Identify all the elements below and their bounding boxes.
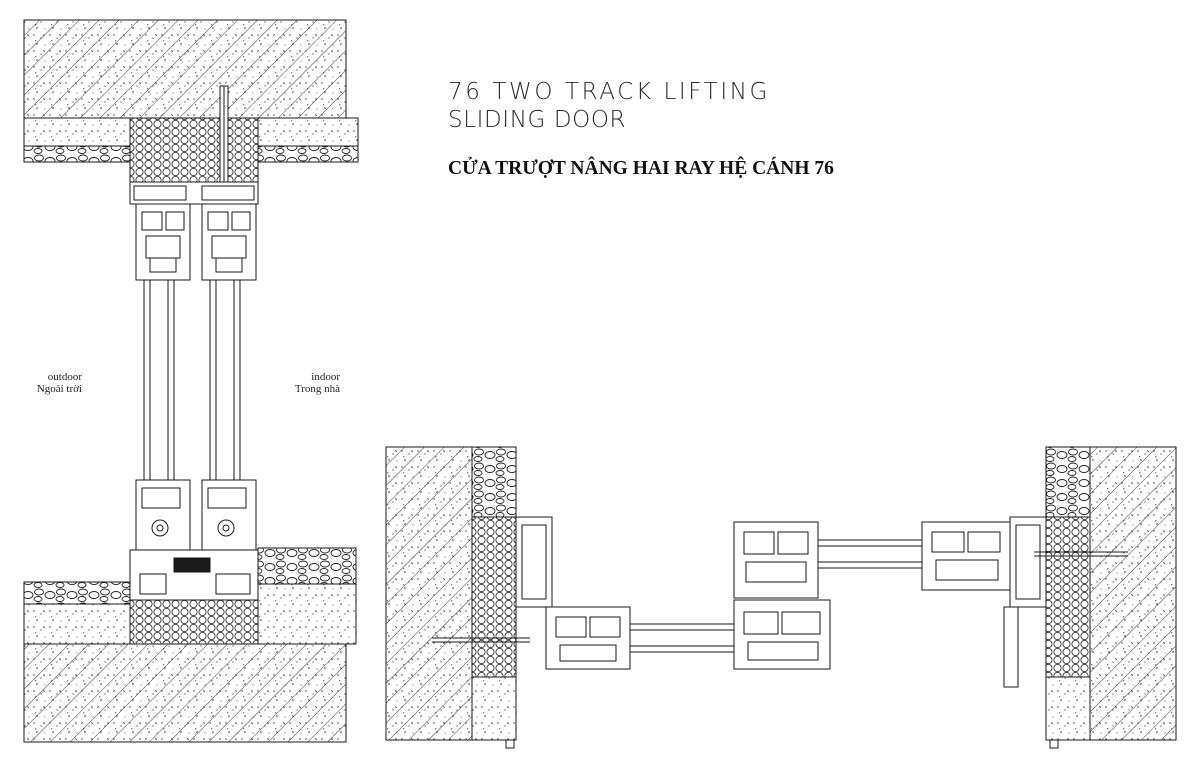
outdoor-label: outdoor Ngoài trời xyxy=(20,371,82,395)
lower-sash xyxy=(545,599,831,670)
indoor-label-vi: Trong nhà xyxy=(294,383,340,395)
head-frame xyxy=(129,181,259,205)
indoor-label-en: indoor xyxy=(311,371,340,383)
right-jamb-wall xyxy=(1045,446,1177,749)
glass-panes xyxy=(143,279,241,481)
upper-sash xyxy=(733,521,1011,599)
title-line-1: 76 TWO TRACK LIFTING xyxy=(448,79,770,105)
outdoor-label-en: outdoor xyxy=(47,371,82,383)
anchor-bolt-top xyxy=(219,85,229,183)
right-jamb-frame xyxy=(1003,516,1128,688)
left-jamb-wall xyxy=(385,446,517,749)
top-concrete-slab xyxy=(23,19,359,183)
left-jamb-frame xyxy=(432,516,553,643)
vertical-section xyxy=(23,19,359,743)
subtitle-vietnamese: CỬA TRƯỢT NÂNG HAI RAY HỆ CÁNH 76 xyxy=(448,158,834,179)
indoor-label: indoor Trong nhà xyxy=(278,371,340,395)
title-line-2: SLIDING DOOR xyxy=(448,107,627,133)
sash-bottom-profiles xyxy=(135,479,257,551)
bottom-concrete-slab xyxy=(23,547,357,743)
outdoor-label-vi: Ngoài trời xyxy=(36,383,82,395)
sill-frame xyxy=(129,549,259,601)
sash-top-profiles xyxy=(135,203,257,281)
horizontal-section xyxy=(385,446,1177,749)
